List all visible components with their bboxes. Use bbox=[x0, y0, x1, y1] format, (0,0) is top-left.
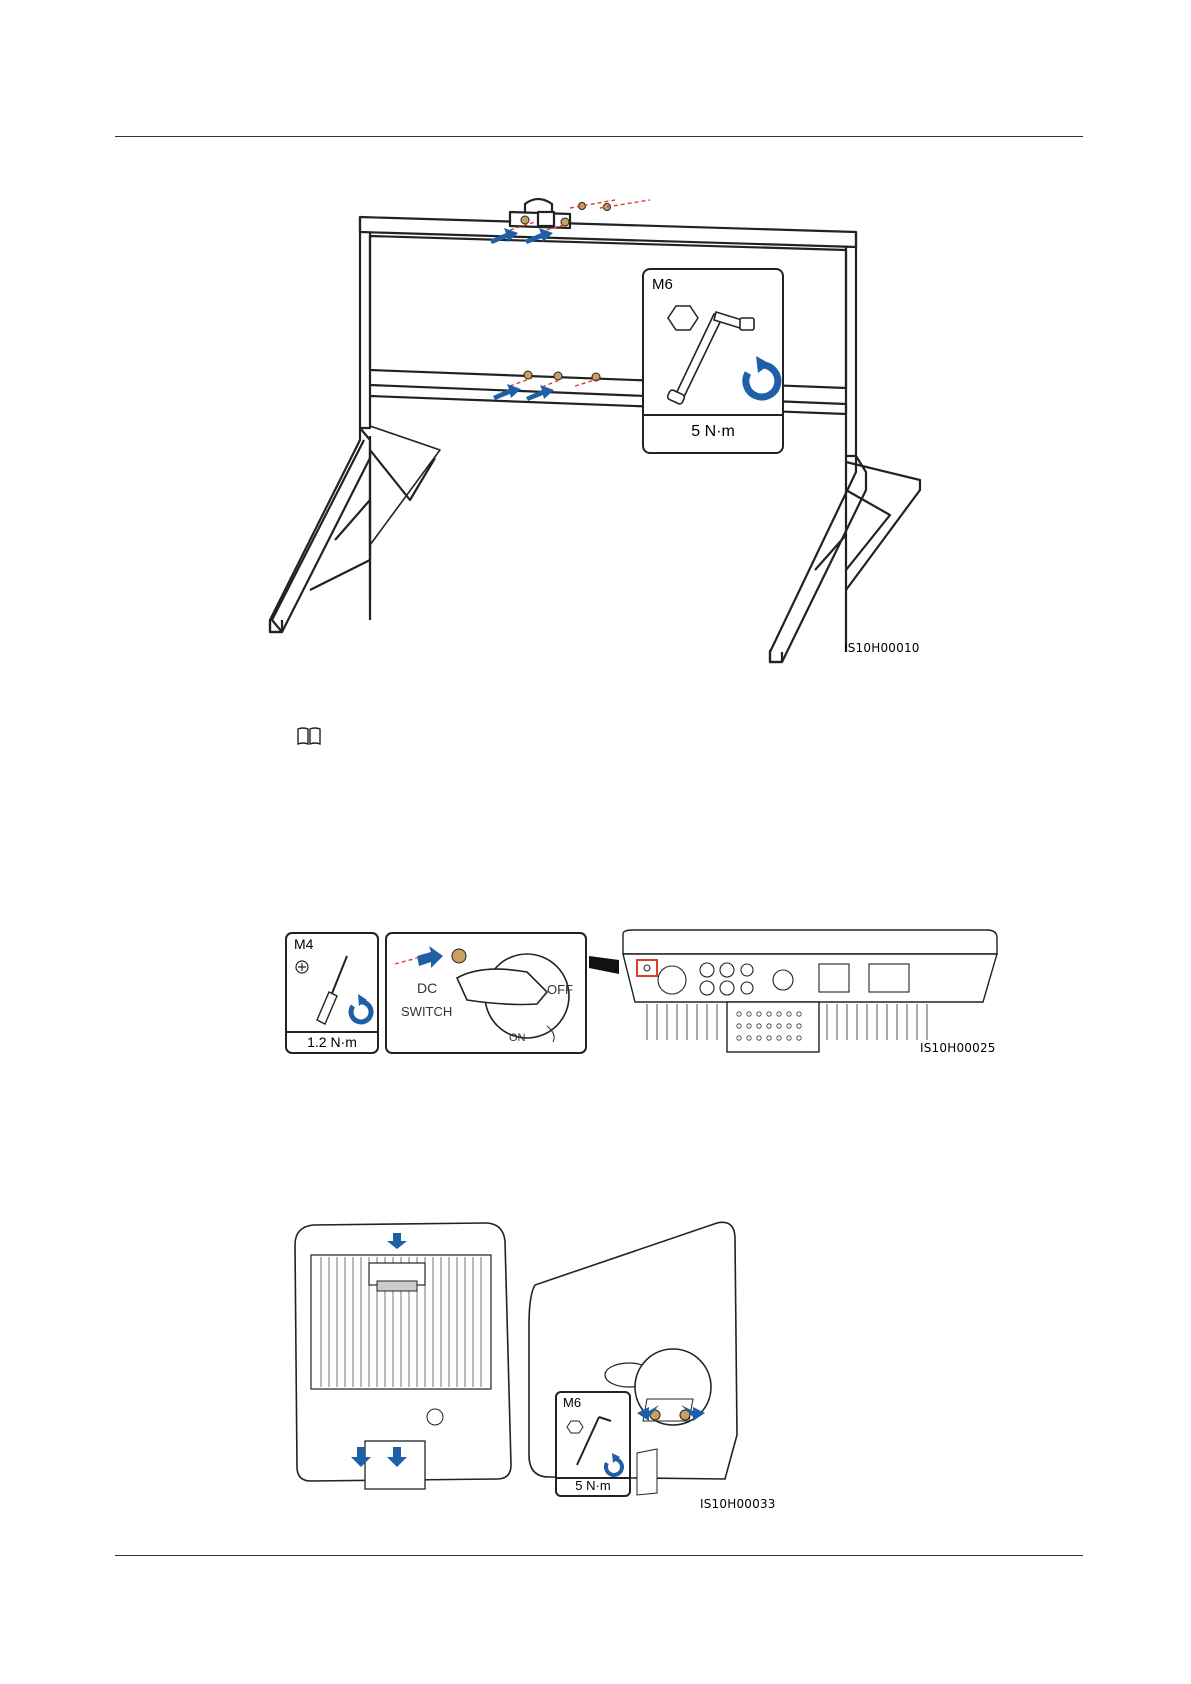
callout-torque-label: 1.2 N·m bbox=[287, 1034, 377, 1050]
off-label: OFF bbox=[547, 982, 573, 997]
on-label: ON bbox=[509, 1032, 526, 1044]
inverter-rear-view bbox=[285, 1215, 785, 1505]
callout-torque-label: 5 N·m bbox=[557, 1478, 629, 1493]
figure-id-2: IS10H00025 bbox=[920, 1041, 996, 1055]
rotate-clockwise-icon bbox=[351, 994, 371, 1022]
figure-inverter-mounting: M6 5 N·m bbox=[285, 1215, 785, 1505]
torque-callout-fig3: M6 5 N·m bbox=[555, 1391, 631, 1497]
dc-label: DC bbox=[417, 980, 437, 996]
torque-callout: M6 5 N·m bbox=[642, 268, 784, 454]
switch-label: SWITCH bbox=[401, 1004, 452, 1019]
mounting-frame-drawing bbox=[270, 200, 930, 670]
rotate-clockwise-icon bbox=[606, 1453, 622, 1475]
footer-rule bbox=[115, 1555, 1083, 1556]
header-rule bbox=[115, 136, 1083, 137]
torque-callout-m4: M4 1.2 N·m bbox=[285, 932, 379, 1054]
figure-id-1: IS10H00010 bbox=[844, 641, 920, 655]
dc-switch-detail: DC SWITCH OFF ON bbox=[385, 932, 587, 1054]
screwdriver-icon bbox=[287, 934, 377, 1034]
socket-wrench-icon bbox=[557, 1393, 629, 1477]
callout-torque-label: 5 N·m bbox=[644, 423, 782, 441]
figure-mounting-frame: M6 5 N·m bbox=[270, 200, 930, 670]
figure-id-3: IS10H00033 bbox=[700, 1497, 776, 1511]
rotate-clockwise-icon bbox=[746, 356, 778, 397]
figure-dc-switch: M4 1.2 N·m DC SWITCH OFF ON bbox=[285, 930, 1005, 1060]
book-icon bbox=[296, 726, 322, 746]
socket-wrench-icon bbox=[644, 270, 782, 410]
hex-nut-icon bbox=[668, 306, 698, 330]
